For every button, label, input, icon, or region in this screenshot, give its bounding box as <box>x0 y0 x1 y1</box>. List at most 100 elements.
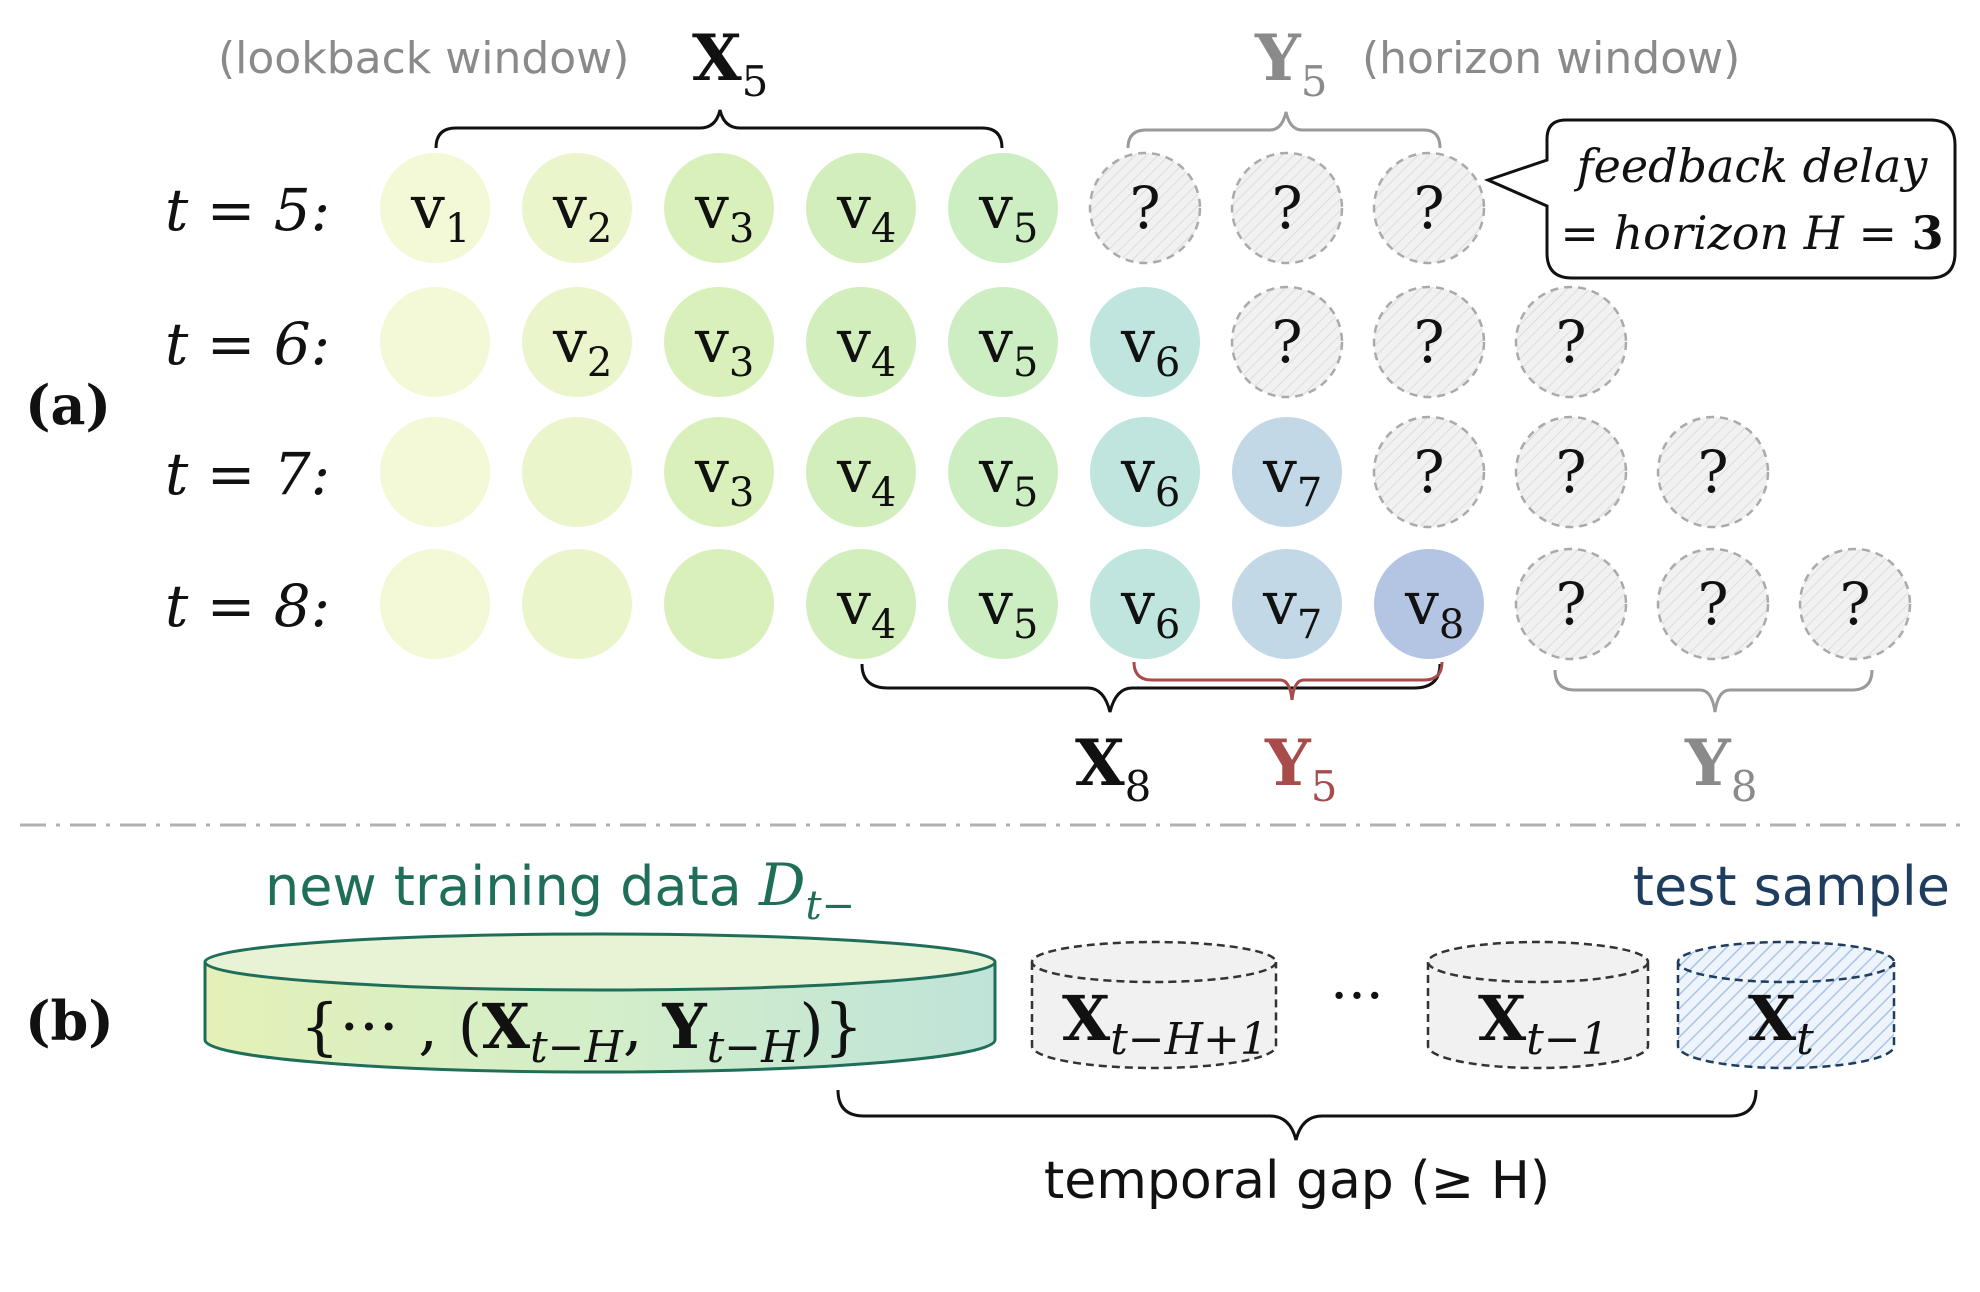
cylinder-x-t-test: Xt <box>1676 940 1896 1070</box>
x8-bottom-symbol: X8 <box>1075 726 1151 811</box>
value-label: v7 <box>1262 569 1322 648</box>
value-label: v4 <box>836 569 896 648</box>
row-label: t = 5: <box>165 176 330 244</box>
value-label: v4 <box>836 173 896 252</box>
unknown-value-node <box>1372 415 1486 529</box>
value-node <box>948 417 1058 527</box>
value-label: v5 <box>978 437 1038 516</box>
row-label: t = 6: <box>165 310 330 378</box>
value-node <box>806 417 916 527</box>
cylinder-x-t-minus-1: Xt−1 <box>1426 940 1650 1070</box>
callout-line1: feedback delay <box>1574 139 1929 193</box>
unknown-mark: ? <box>1413 308 1444 376</box>
panel-b-label: (b) <box>25 989 114 1053</box>
value-node <box>1090 417 1200 527</box>
unknown-value-node <box>1656 547 1770 661</box>
lookback-brace <box>434 109 1004 149</box>
cylinder-x-t-minus-h-plus-1: Xt−H+1 <box>1030 940 1278 1070</box>
value-label: v8 <box>1404 569 1464 648</box>
value-label: v6 <box>1120 569 1180 648</box>
value-node <box>1374 549 1484 659</box>
value-node <box>806 287 916 397</box>
lookback-window-label: (lookback window) <box>218 33 629 84</box>
unknown-mark: ? <box>1271 308 1302 376</box>
value-label: v3 <box>694 173 754 252</box>
training-data-title: new training data Dt− <box>265 851 855 929</box>
unknown-value-node <box>1514 285 1628 399</box>
row-label: t = 7: <box>165 440 330 508</box>
unknown-mark: ? <box>1413 174 1444 242</box>
value-label: v5 <box>978 569 1038 648</box>
empty-node <box>522 417 632 527</box>
value-node <box>806 153 916 263</box>
unknown-value-node <box>1230 285 1344 399</box>
unknown-mark: ? <box>1413 438 1444 506</box>
panel-a-label: (a) <box>25 373 111 437</box>
unknown-mark: ? <box>1271 174 1302 242</box>
value-node <box>948 549 1058 659</box>
callout-line2: = horizon H = 3 <box>1560 206 1943 260</box>
temporal-gap-brace <box>836 1089 1758 1141</box>
value-label: v6 <box>1120 307 1180 386</box>
value-node <box>1090 287 1200 397</box>
y8-brace <box>1553 669 1874 713</box>
value-label: v4 <box>836 307 896 386</box>
empty-node <box>380 287 490 397</box>
value-label: v2 <box>552 173 612 252</box>
value-label: v5 <box>978 307 1038 386</box>
x8-brace <box>860 663 1442 713</box>
unknown-value-node <box>1372 151 1486 265</box>
y5-bottom-brace <box>1132 661 1444 701</box>
y8-bottom-symbol: Y8 <box>1684 726 1757 811</box>
value-label: v7 <box>1262 437 1322 516</box>
value-label: v1 <box>410 173 470 252</box>
unknown-value-node <box>1088 151 1202 265</box>
unknown-mark: ? <box>1697 570 1728 638</box>
empty-node <box>664 549 774 659</box>
unknown-value-node <box>1230 151 1344 265</box>
horizon-window-label: (horizon window) <box>1362 33 1740 84</box>
value-node <box>806 549 916 659</box>
value-node <box>380 153 490 263</box>
value-node <box>522 287 632 397</box>
value-node <box>522 153 632 263</box>
unknown-mark: ? <box>1697 438 1728 506</box>
training-data-cylinder: {··· , (Xt−H, Yt−H)} <box>203 932 997 1074</box>
empty-node <box>380 417 490 527</box>
value-node <box>948 287 1058 397</box>
value-label: v3 <box>694 307 754 386</box>
value-node <box>664 417 774 527</box>
unknown-value-node <box>1372 285 1486 399</box>
training-data-content: {··· , (Xt−H, Yt−H)} <box>300 990 863 1073</box>
value-label: v6 <box>1120 437 1180 516</box>
empty-node <box>380 549 490 659</box>
value-node <box>1232 549 1342 659</box>
value-node <box>948 153 1058 263</box>
unknown-mark: ? <box>1555 438 1586 506</box>
temporal-gap-label: temporal gap (≥ H) <box>1044 1151 1550 1211</box>
ellipsis: ··· <box>1330 964 1383 1029</box>
value-node <box>664 287 774 397</box>
empty-node <box>522 549 632 659</box>
row-label: t = 8: <box>165 572 330 640</box>
y5-top-symbol: Y5 <box>1254 21 1327 106</box>
svg-text:Xt−H+1: Xt−H+1 <box>1062 982 1268 1065</box>
value-label: v4 <box>836 437 896 516</box>
svg-text:Xt−1: Xt−1 <box>1478 982 1609 1065</box>
unknown-value-node <box>1514 415 1628 529</box>
value-label: v5 <box>978 173 1038 252</box>
unknown-value-node <box>1514 547 1628 661</box>
unknown-value-node <box>1798 547 1912 661</box>
feedback-delay-callout: feedback delay = horizon H = 3 <box>1483 118 1957 280</box>
horizon-brace <box>1126 111 1442 149</box>
x5-top-symbol: X5 <box>692 21 768 106</box>
value-label: v3 <box>694 437 754 516</box>
unknown-value-node <box>1656 415 1770 529</box>
svg-text:Xt: Xt <box>1748 982 1814 1065</box>
value-node <box>1232 417 1342 527</box>
value-node <box>1090 549 1200 659</box>
unknown-mark: ? <box>1129 174 1160 242</box>
unknown-mark: ? <box>1555 570 1586 638</box>
